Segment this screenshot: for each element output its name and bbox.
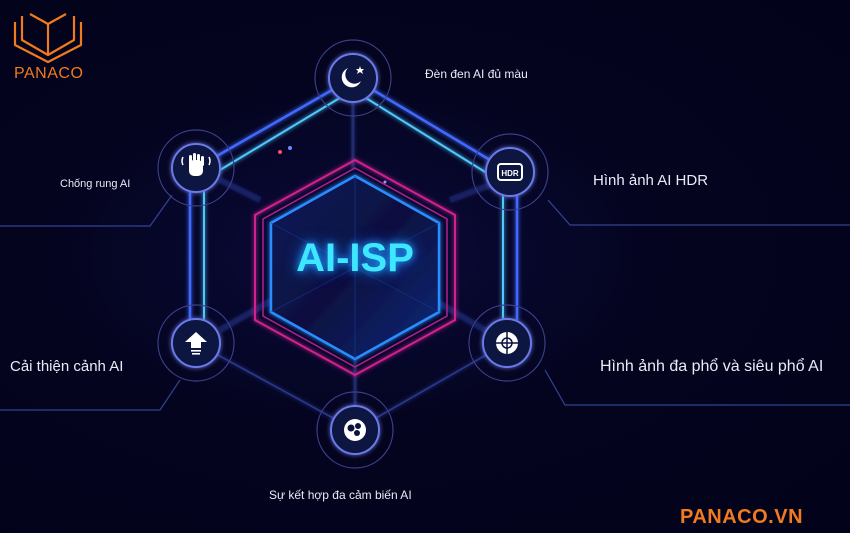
callout-lines — [0, 194, 850, 411]
accent-dot — [383, 180, 387, 184]
node-hand — [157, 129, 235, 207]
feature-label-bulb: Cải thiện cảnh AI — [10, 358, 124, 375]
node-moon — [314, 39, 392, 117]
node-target — [468, 304, 546, 382]
feature-label-sensor: Sự kết hợp đa cảm biến AI — [269, 488, 412, 502]
panaco-logo-icon — [13, 13, 83, 64]
moon-star-icon — [341, 68, 361, 88]
feature-label-moon: Đèn đen AI đủ màu — [425, 67, 528, 81]
arrow-bulb-icon — [185, 332, 207, 348]
feature-label-target: Hình ảnh đa phổ và siêu phổ AI — [600, 358, 824, 375]
hand-wave-icon — [189, 160, 203, 176]
node-sensor — [316, 391, 394, 469]
center-hexagon — [254, 158, 456, 377]
accent-dot — [288, 146, 292, 150]
node-bulb — [157, 304, 235, 382]
feature-label-hand: Chống rung AI — [60, 178, 131, 190]
accent-dot — [278, 150, 282, 154]
multi-sensor-icon — [344, 419, 366, 441]
website-url: PANACO.VN — [680, 506, 804, 528]
feature-label-hdr: Hình ảnh AI HDR — [593, 172, 709, 189]
logo-text: PANACO — [14, 65, 84, 82]
svg-text:HDR: HDR — [501, 169, 519, 178]
hdr-icon — [497, 163, 523, 181]
node-hdr: HDR — [471, 133, 549, 211]
center-title: AI-ISP — [296, 236, 414, 280]
